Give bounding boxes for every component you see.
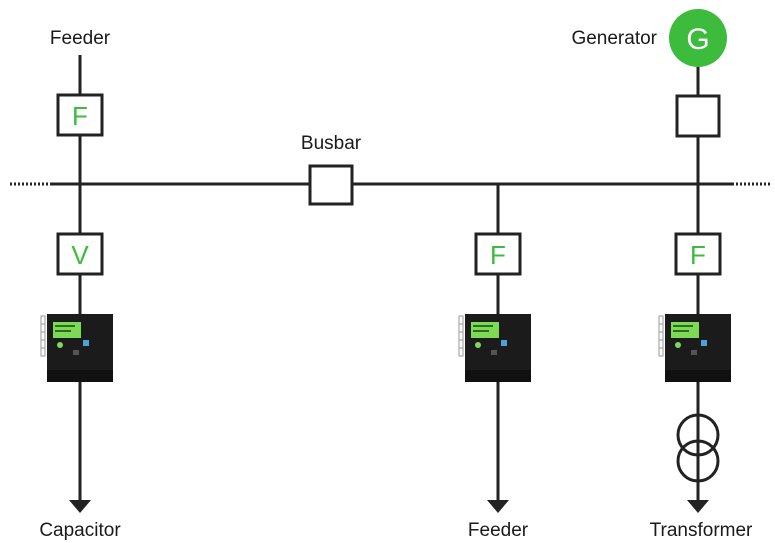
protection-relay-icon: [458, 313, 532, 383]
label-generator: Generator: [571, 28, 657, 49]
left-lower-device-box: [56, 232, 104, 276]
label-transformer: Transformer: [650, 520, 753, 541]
middle-device-box: [474, 232, 522, 276]
protection-relay-icon: [40, 313, 114, 383]
left-upper-device-box: [56, 93, 104, 137]
arrow-down-icon: [687, 500, 709, 513]
right-device-box: [674, 232, 722, 276]
right-device-letter: F: [690, 240, 706, 270]
arrow-down-icon: [69, 500, 91, 513]
generator-breaker: [675, 94, 721, 138]
arrow-down-icon: [487, 500, 509, 513]
generator-icon: G: [669, 9, 727, 67]
label-top-feeder: Feeder: [50, 28, 111, 49]
generator-letter: G: [686, 23, 709, 56]
label-busbar: Busbar: [301, 133, 362, 154]
busbar-breaker: [308, 164, 354, 206]
transformer-icon: [676, 413, 720, 483]
label-capacitor: Capacitor: [39, 520, 121, 541]
middle-device-letter: F: [490, 240, 506, 270]
protection-relay-icon: [658, 313, 732, 383]
label-bottom-feeder: Feeder: [468, 520, 529, 541]
left-upper-device-letter: F: [72, 101, 88, 131]
left-lower-device-letter: V: [71, 240, 89, 270]
